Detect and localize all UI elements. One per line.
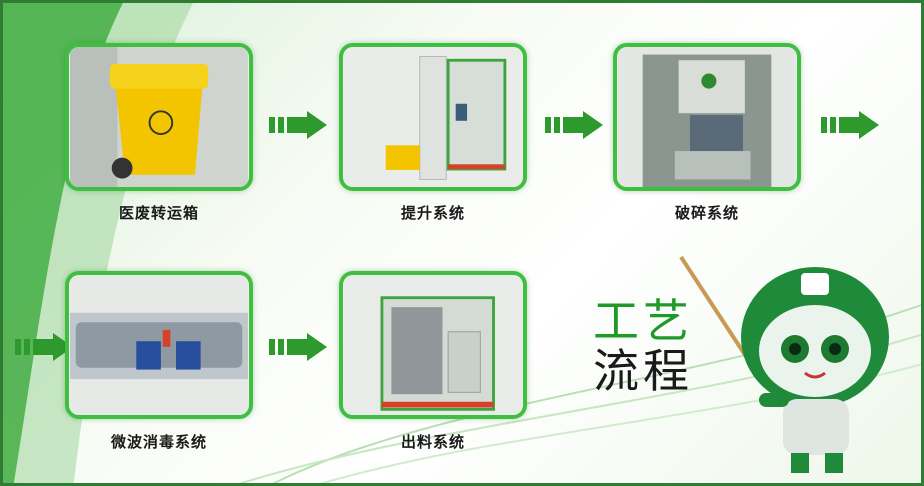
flow-arrow-3 (821, 111, 879, 139)
step-crusher-image (613, 43, 801, 191)
step-microwave-image (65, 271, 253, 419)
crusher-illustration (618, 47, 796, 187)
flow-arrow-2 (545, 111, 603, 139)
microwave-illustration (70, 275, 248, 415)
flow-arrow-5 (269, 333, 327, 361)
lift-illustration (344, 47, 522, 187)
step-lift-image (339, 43, 527, 191)
heading-line-1: 工艺 (593, 294, 693, 348)
step-waste-bin-image (65, 43, 253, 191)
step-label-lift: 提升系统 (400, 204, 465, 222)
waste-bin-illustration (70, 47, 248, 187)
step-label-microwave: 微波消毒系统 (110, 433, 207, 451)
step-label-crusher: 破碎系统 (674, 204, 739, 222)
discharge-illustration (344, 275, 522, 415)
heading-line-2: 流程 (593, 344, 693, 398)
flow-arrow-1 (269, 111, 327, 139)
step-label-discharge: 出料系统 (400, 433, 465, 451)
step-label-waste-bin: 医废转运箱 (118, 204, 199, 222)
step-discharge-image (339, 271, 527, 419)
mascot-illustration (679, 255, 889, 473)
flow-arrow-4 (15, 333, 73, 361)
